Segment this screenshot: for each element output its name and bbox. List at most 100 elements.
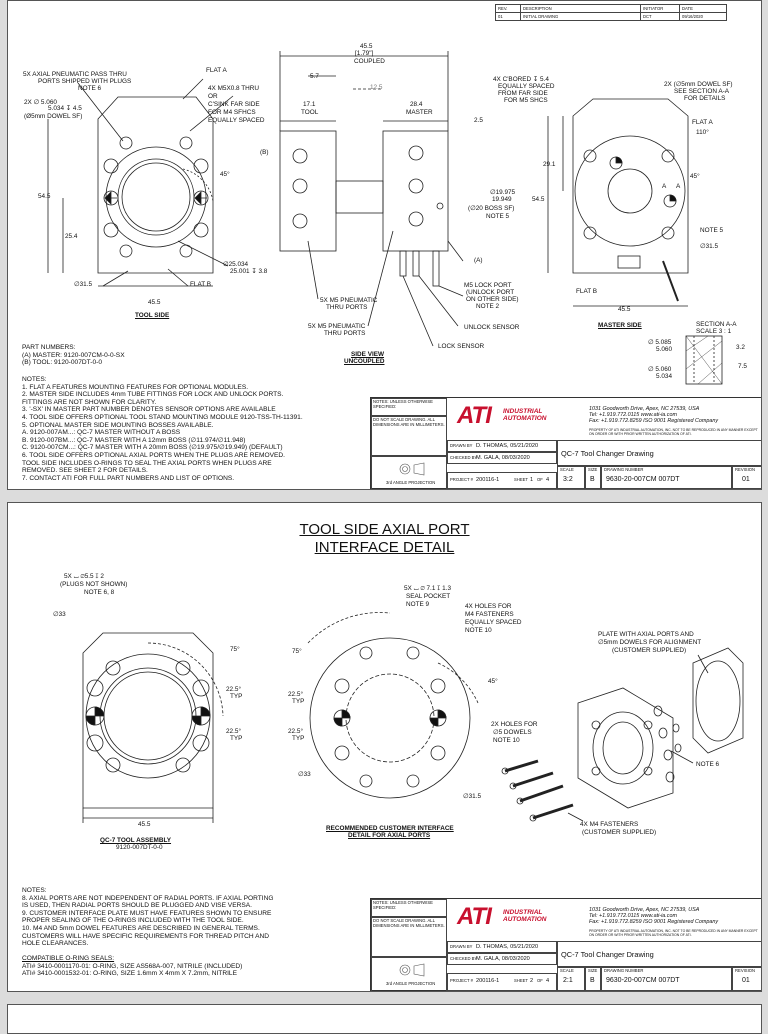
qc7-tool-assembly-view (82, 632, 224, 823)
tb-drawing-cell: DRAWING NUMBER 9630-20-007CM 007DT (601, 466, 732, 489)
note-line: 8. AXIAL PORTS ARE NOT INDEPENDENT OF RA… (22, 894, 274, 902)
label-note2: NOTE 2 (476, 303, 500, 310)
label-coupled-inch: [1.79"] (355, 50, 374, 57)
note-line: A. 9120-007AM...: QC-7 MASTER WITHOUT A … (22, 429, 181, 437)
label-angle-22-5-d: 22.5° (288, 728, 303, 735)
label-note10-b: NOTE 10 (493, 737, 520, 744)
label-dim-2-5: 2.5 (474, 117, 483, 124)
tb-do-not-scale: DO NOT SCALE DRAWING. ALL DIMENSIONS ARE… (371, 917, 447, 957)
label-flat-a: FLAT A (206, 67, 227, 74)
label-dia-31-5-master: ∅31.5 (700, 243, 719, 250)
label-dowel-dim-2: 5.034 ↧ 4.5 (48, 105, 82, 112)
label-csink: C'SINK FAR SIDE (208, 101, 260, 108)
label-lock-sensor: LOCK SENSOR (438, 343, 485, 350)
tb-drawn-by-label: DRAWN BY (450, 443, 473, 448)
ati-logo: ATI INDUSTRIAL AUTOMATION (457, 402, 546, 430)
tb-of-label: OF (537, 978, 543, 983)
label-dowel-holes: 2X HOLES FOR (491, 721, 538, 728)
tb-scale: 2:1 (563, 977, 573, 984)
tb-revision: 01 (742, 476, 750, 483)
label-thru-ports-1: THRU PORTS (326, 304, 368, 311)
label-angle-22-5-a: 22.5° (226, 686, 241, 693)
ati-address: 1031 Goodworth Drive, Apex, NC 27539, US… (589, 907, 718, 926)
label-other-side: ON OTHER SIDE) (466, 296, 519, 303)
note-line: B. 9120-007BM...: QC-7 MASTER WITH A 12m… (22, 436, 246, 444)
label-dim-54-5: 54.5 (38, 193, 51, 200)
drawing-sheet-2: TOOL SIDE AXIAL PORT INTERFACE DETAIL (7, 502, 762, 992)
address-line: 1031 Goodworth Drive, Apex, NC 27539, US… (589, 907, 700, 913)
label-dim-45-5: 45.5 (148, 299, 161, 306)
label-flat-b: FLAT B (190, 281, 212, 288)
label-angle-75: 75° (230, 646, 240, 653)
part-number-master: (A) MASTER: 9120-007CM-0-0-SX (22, 351, 125, 359)
tb-checked-by-label: CHECKED BY (450, 956, 478, 961)
label-note10: NOTE 10 (465, 627, 492, 634)
note-line: 6. TOOL SIDE OFFERS OPTIONAL AXIAL PORTS… (22, 451, 285, 459)
tb-sheet: 1 (530, 477, 534, 483)
note-line: 1. FLAT A FEATURES MOUNTING FEATURES FOR… (22, 383, 249, 391)
label-dim-25-4: 25.4 (65, 233, 78, 240)
tb-revision-cell: REVISION 01 (732, 967, 761, 991)
section-a-a-view (685, 335, 723, 385)
tb-revision-label: REVISION (735, 467, 756, 472)
tb-of: 4 (546, 477, 550, 483)
tb-project-label: PROJECT # (450, 477, 473, 482)
tel-line: Tel: +1.919.772.0115 www.ati-ia.com (589, 913, 677, 920)
note-line: IS USED, THEN RADIAL PORTS SHOULD BE PLU… (22, 902, 252, 910)
tb-size-label: SIZE (588, 968, 598, 973)
view-title-side-view: SIDE VIEW (351, 351, 385, 358)
drawing-sheet-1: REV. DESCRIPTION INITIATOR DATE 01 INITI… (7, 0, 762, 490)
tb-project-row: PROJECT # 200116-1 SHEET 1 OF 4 (447, 472, 557, 489)
label-angle-22-5-b: 22.5° (226, 728, 241, 735)
notes-heading: NOTES: (22, 887, 47, 894)
ati-logo-line1: INDUSTRIAL (503, 408, 543, 415)
label-section-dia-2b: 5.034 (656, 373, 672, 380)
address-line: 1031 Goodworth Drive, Apex, NC 27539, US… (589, 406, 700, 412)
label-holes-m4: 4X HOLES FOR (465, 603, 512, 610)
part-number-tool: (B) TOOL: 9120-007DT-0-0 (22, 359, 103, 367)
view-title-tool-side: TOOL SIDE (135, 312, 170, 319)
label-angle-22-5-c: 22.5° (288, 691, 303, 698)
part-numbers: PART NUMBERS: (A) MASTER: 9120-007CM-0-0… (22, 344, 125, 367)
view-subtitle-uncoupled: UNCOUPLED (344, 358, 385, 365)
note-line: PROPER SEALING OF THE O-RINGS INCLUDED W… (22, 917, 244, 925)
label-m5-pneumatic-1: 5X M5 PNEUMATIC (320, 297, 378, 304)
tb-revision-cell: REVISION 01 (732, 466, 761, 489)
fax-line: Fax: +1.919.772.8259 ISO 9001 Registered… (589, 418, 719, 425)
tb-projection: 3rd ANGLE PROJECTION (386, 480, 436, 485)
label-note6-iso: NOTE 6 (696, 761, 720, 768)
tb-projection-symbol: 3rd ANGLE PROJECTION (371, 456, 447, 489)
tb-title-cell: QC-7 Tool Changer Drawing (557, 941, 761, 967)
tool-side-view (47, 78, 234, 287)
tb-checked-by: M. GALA, 08/03/2020 (476, 455, 530, 461)
label-dim-29-1: 29.1 (543, 161, 556, 168)
tb-drawn-row: DRAWN BY D. THOMAS, 05/21/2020 (447, 941, 557, 953)
orings-heading: COMPATIBLE O-RING SEALS: (22, 955, 115, 962)
label-angle-45: 45° (220, 171, 230, 178)
tb-revision: 01 (742, 977, 750, 984)
sheet2-title-line2: INTERFACE DETAIL (314, 539, 455, 556)
tb-size: B (590, 977, 595, 984)
label-or: OR (208, 93, 218, 100)
tb-scale-label: SCALE (560, 467, 574, 472)
label-b-mark: (B) (260, 149, 269, 156)
label-boss-3: (∅20 BOSS SF) (468, 205, 515, 212)
title-block-sheet2: NOTES: UNLESS OTHERWISE SPECIFIED: DO NO… (370, 898, 761, 991)
view-title-tool-assembly: QC-7 TOOL ASSEMBLY (100, 837, 172, 844)
label-section-a-2: A (676, 183, 681, 190)
tb-sheet-label: SHEET (514, 477, 528, 482)
tb-checked-by-label: CHECKED BY (450, 455, 478, 460)
tb-project-row: PROJECT # 200116-1 SHEET 2 OF 4 (447, 973, 557, 991)
tb-title: QC-7 Tool Changer Drawing (561, 449, 654, 458)
tb-property: PROPERTY OF ATI INDUSTRIAL AUTOMATION, I… (589, 929, 758, 937)
tb-drawing-label: DRAWING NUMBER (604, 467, 644, 472)
tb-sheet-label: SHEET (514, 978, 528, 983)
note-line: FITTINGS ARE NOT SHOWN FOR CLARITY. (22, 398, 157, 406)
customer-interface-view (307, 612, 479, 799)
label-flat-a-master: FLAT A (692, 119, 713, 126)
tb-project: 200116-1 (476, 477, 500, 483)
note-line: REMOVED. SEE SHEET 2 FOR DETAILS. (22, 467, 148, 475)
rev-cell-date: 09/16/2020 (679, 12, 727, 21)
label-tool: TOOL (301, 109, 319, 116)
ati-logo-text: ATI (457, 402, 492, 429)
